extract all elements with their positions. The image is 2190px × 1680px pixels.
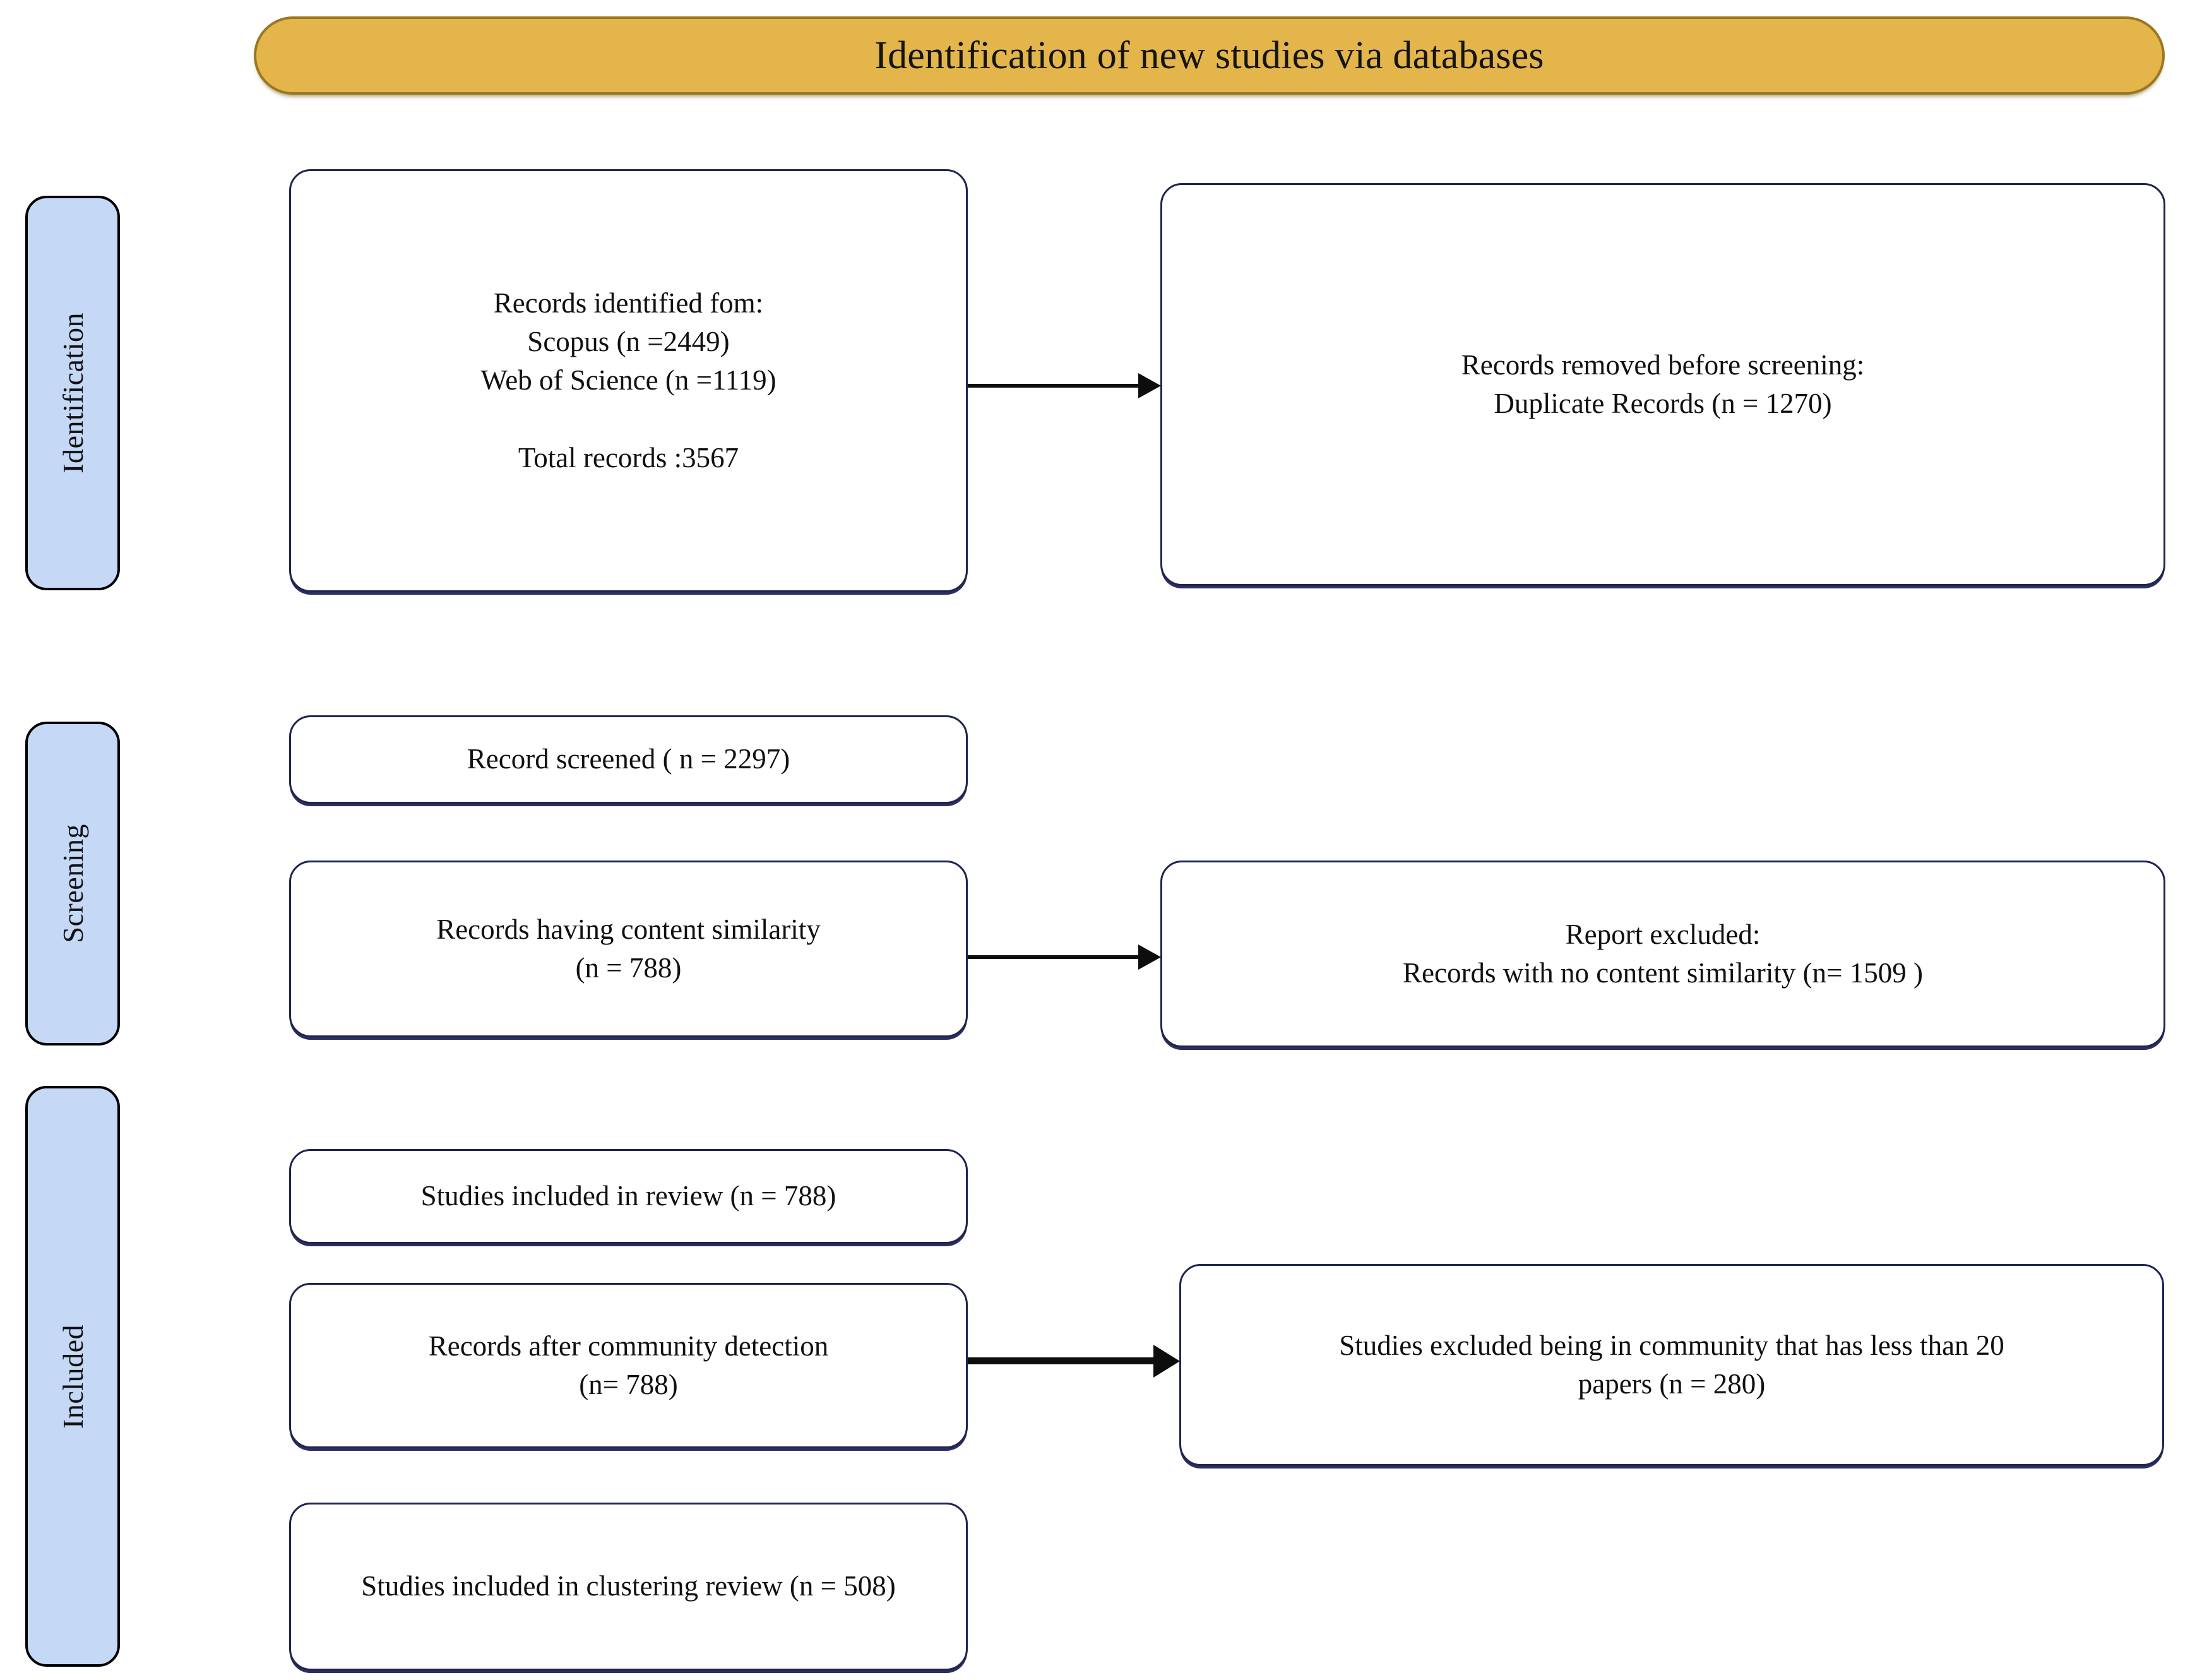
arrow-shaft: [968, 1357, 1155, 1364]
diagram-title-banner: Identification of new studies via databa…: [254, 16, 2165, 95]
box-records-removed-text: Records removed before screening: Duplic…: [1461, 349, 1865, 419]
box-content-similarity-text: Records having content similarity (n = 7…: [436, 913, 821, 984]
arrow-head: [1153, 1345, 1180, 1378]
stage-label-identification-text: Identification: [56, 313, 89, 474]
stage-label-included: Included: [25, 1086, 120, 1667]
box-records-removed: Records removed before screening: Duplic…: [1160, 183, 2165, 586]
box-record-screened: Record screened ( n = 2297): [289, 715, 968, 804]
box-studies-excluded-community: Studies excluded being in community that…: [1179, 1264, 2164, 1466]
box-content-similarity: Records having content similarity (n = 7…: [289, 861, 968, 1037]
box-studies-clustering-review-text: Studies included in clustering review (n…: [361, 1570, 896, 1602]
arrow-head: [1138, 944, 1161, 970]
stage-label-included-text: Included: [56, 1324, 89, 1429]
stage-label-identification: Identification: [25, 196, 120, 590]
box-records-identified-text: Records identified fom: Scopus (n =2449)…: [480, 287, 777, 474]
diagram-title: Identification of new studies via databa…: [874, 33, 1544, 77]
arrow-head: [1138, 373, 1161, 398]
box-report-excluded: Report excluded: Records with no content…: [1160, 861, 2165, 1047]
box-records-after-community: Records after community detection (n= 78…: [289, 1283, 968, 1448]
arrow-shaft: [968, 384, 1140, 388]
box-studies-excluded-community-text: Studies excluded being in community that…: [1339, 1329, 2004, 1400]
box-studies-included-review-text: Studies included in review (n = 788): [420, 1180, 836, 1212]
stage-label-screening-text: Screening: [56, 824, 89, 943]
box-studies-included-review: Studies included in review (n = 788): [289, 1149, 968, 1244]
stage-label-screening: Screening: [25, 722, 120, 1046]
box-studies-clustering-review: Studies included in clustering review (n…: [289, 1503, 968, 1671]
box-record-screened-text: Record screened ( n = 2297): [467, 743, 790, 775]
box-records-identified: Records identified fom: Scopus (n =2449)…: [289, 169, 968, 592]
box-records-after-community-text: Records after community detection (n= 78…: [428, 1330, 829, 1400]
arrow-shaft: [968, 955, 1140, 959]
box-report-excluded-text: Report excluded: Records with no content…: [1403, 918, 1923, 989]
